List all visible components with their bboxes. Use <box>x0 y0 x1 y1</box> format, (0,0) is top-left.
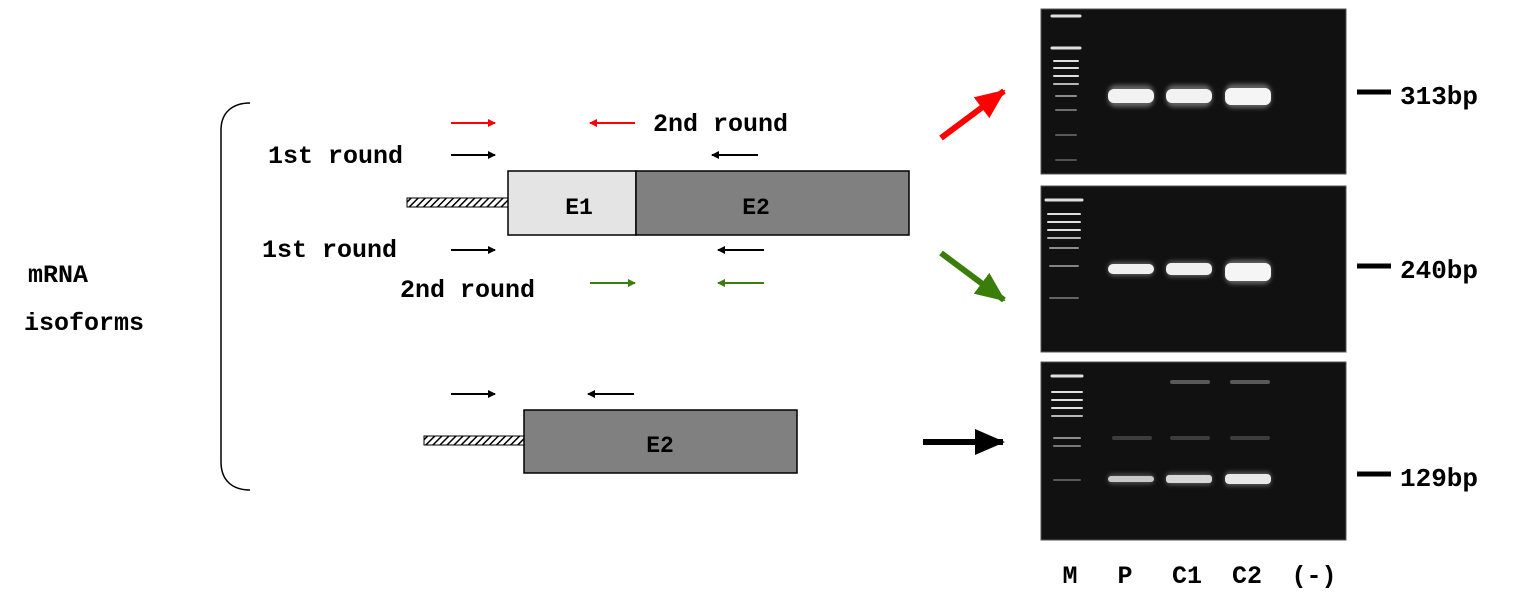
marker-ladder <box>1050 14 1082 161</box>
exon2-box-short <box>523 409 798 474</box>
gel-panel-129bp <box>1040 361 1347 541</box>
primer-label-top-second-round: 2nd round <box>653 110 788 139</box>
big-arrow-green <box>939 250 1006 303</box>
gel-panel-313bp <box>1040 8 1347 175</box>
exon2-long-label: E2 <box>742 195 770 221</box>
primer-label-top-first-round: 1st round <box>268 142 403 171</box>
lane-label-m: M <box>1062 562 1077 591</box>
band-size-129: 129bp <box>1400 464 1478 494</box>
marker-ladder <box>1050 374 1084 481</box>
exon2-short-label: E2 <box>646 433 674 459</box>
lane-label-negative: (-) <box>1291 562 1336 591</box>
isoform-label-line1: mRNA <box>28 261 88 290</box>
exon2-box-long <box>635 170 910 236</box>
primer-label-bottom-first-round: 1st round <box>262 236 397 265</box>
exon1-box <box>507 170 637 236</box>
sample-bands <box>1108 84 1271 108</box>
band-size-313: 313bp <box>1400 82 1478 112</box>
big-arrow-red <box>939 88 1006 141</box>
lane-label-c1: C1 <box>1172 562 1202 591</box>
isoform-brace <box>220 102 251 491</box>
utr-segment-isoform1 <box>406 197 509 208</box>
isoform-label-line2: isoforms <box>24 309 144 338</box>
marker-ladder <box>1044 198 1084 299</box>
exon1-label: E1 <box>565 195 593 221</box>
sample-bands <box>1108 260 1271 284</box>
gel-panel-240bp <box>1040 185 1347 353</box>
utr-segment-isoform2 <box>423 435 525 446</box>
band-size-240: 240bp <box>1400 256 1478 286</box>
primer-label-bottom-second-round: 2nd round <box>400 276 535 305</box>
lane-label-p: P <box>1117 562 1132 591</box>
sample-bands <box>1108 380 1271 486</box>
lane-label-c2: C2 <box>1232 562 1262 591</box>
